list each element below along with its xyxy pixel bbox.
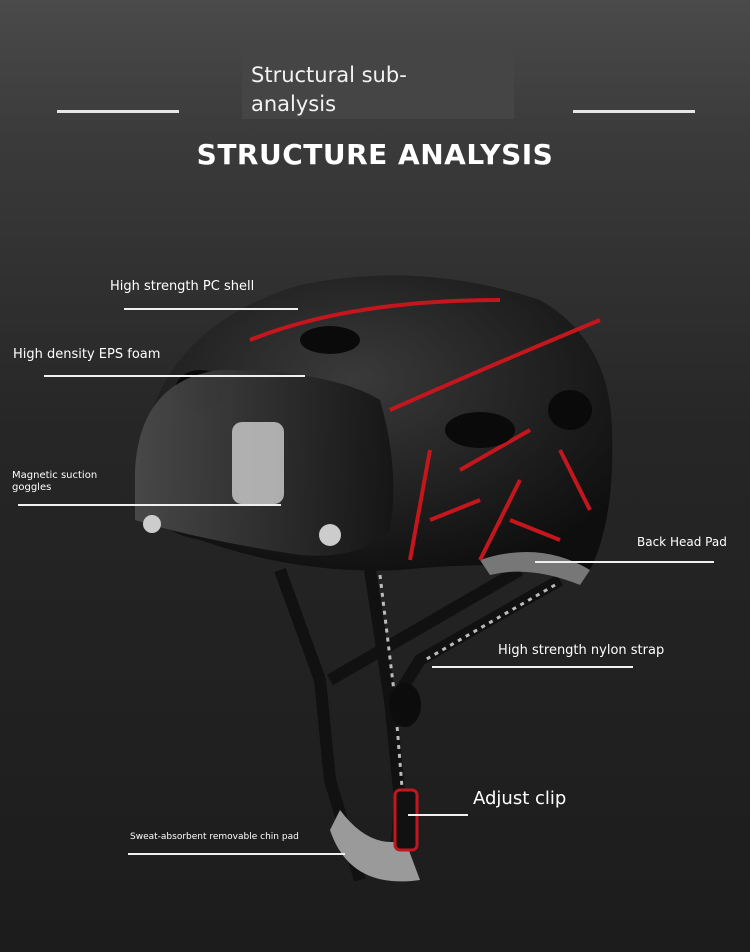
subtitle-line-2: analysis bbox=[251, 92, 337, 116]
callout-shell-label: High strength PC shell bbox=[110, 279, 255, 294]
divider-right bbox=[573, 110, 695, 113]
straps bbox=[274, 564, 563, 882]
page-title: STRUCTURE ANALYSIS bbox=[196, 138, 554, 171]
callout-back-pad-label: Back Head Pad bbox=[637, 535, 727, 549]
callout-back-pad-line bbox=[535, 561, 714, 563]
callout-foam-label: High density EPS foam bbox=[13, 347, 161, 362]
callout-shell-line bbox=[124, 308, 298, 310]
red-pattern bbox=[249, 298, 601, 561]
callout-clip-label: Adjust clip bbox=[473, 788, 567, 809]
callout-goggles-line-2: goggles bbox=[12, 482, 52, 493]
callout-goggles-line-1: Magnetic suction bbox=[12, 470, 98, 481]
back-pad bbox=[480, 552, 590, 585]
strap-slider bbox=[389, 683, 421, 727]
callout-strap-label: High strength nylon strap bbox=[498, 643, 665, 658]
callout-chin-pad-line bbox=[128, 853, 345, 855]
divider-left bbox=[57, 110, 179, 113]
callout-chin-pad-label: Sweat-absorbent removable chin pad bbox=[130, 832, 299, 842]
callout-goggles-line bbox=[18, 504, 281, 506]
callout-foam-line bbox=[44, 375, 305, 377]
callout-strap-line bbox=[432, 666, 633, 668]
chin-pad bbox=[330, 810, 420, 882]
callout-clip-line bbox=[408, 814, 468, 816]
callout-goggles-label: Magnetic suction goggles bbox=[12, 470, 97, 494]
adjust-clip bbox=[393, 788, 419, 852]
subtitle-box: Structural sub- analysis bbox=[242, 55, 514, 119]
subtitle-line-1: Structural sub- bbox=[251, 63, 407, 87]
